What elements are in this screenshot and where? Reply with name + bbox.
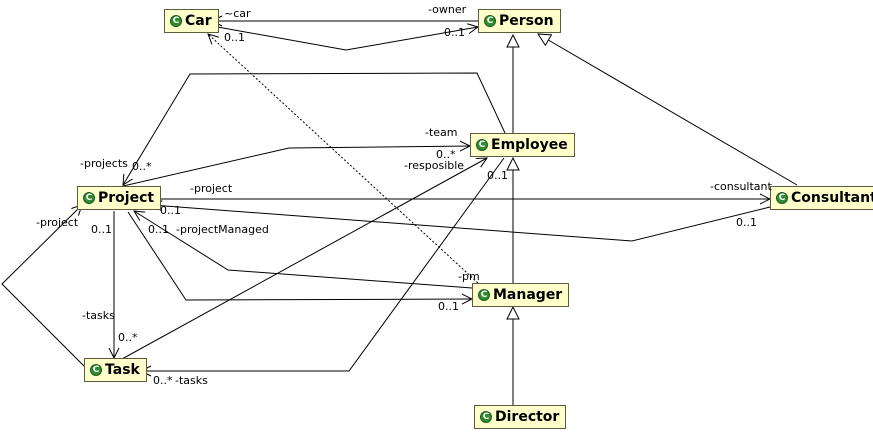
generalization-consultant-person (538, 34, 798, 186)
class-c-icon: C (170, 15, 182, 27)
class-name: Car (185, 13, 212, 29)
association-manager-project-managed (134, 211, 473, 289)
multiplicity-pm-project: 0..1 (148, 223, 169, 236)
role-team: -team (425, 126, 458, 139)
role-car: ~car (224, 7, 251, 20)
role-owner: -owner (428, 3, 467, 16)
association-employee-projects (123, 72, 506, 185)
association-person-car (211, 26, 478, 51)
class-employee[interactable]: C Employee (470, 133, 575, 157)
role-resposible: -resposible (404, 159, 465, 172)
class-c-icon: C (480, 411, 492, 423)
dependency-manager-car (208, 34, 479, 284)
multiplicity-pm: 0..1 (438, 300, 459, 313)
class-name: Director (495, 409, 560, 425)
class-consultant[interactable]: C Consultant (770, 186, 873, 210)
role-tasks-employee: -tasks (175, 374, 208, 387)
role-tasks: -tasks (82, 309, 115, 322)
association-project-pm (127, 211, 472, 300)
class-name: Project (98, 190, 155, 206)
association-task-resposible (121, 158, 487, 360)
role-pm: -pm (458, 270, 480, 283)
multiplicity-tasks: 0..* (118, 331, 138, 344)
multiplicity-car: 0..1 (224, 31, 245, 44)
association-project-team (122, 146, 470, 187)
class-name: Task (105, 362, 140, 378)
class-name: Manager (493, 287, 563, 303)
multiplicity-owner: 0..1 (444, 26, 465, 39)
multiplicity-project-consultant: 0..1 (160, 204, 181, 217)
class-director[interactable]: C Director (474, 405, 567, 429)
role-project-task: -project (36, 216, 79, 229)
class-c-icon: C (776, 192, 788, 204)
multiplicity-projects: 0..* (132, 160, 152, 173)
multiplicity-resposible: 0..1 (487, 169, 508, 182)
class-c-icon: C (90, 364, 102, 376)
class-name: Consultant (791, 190, 873, 206)
class-person[interactable]: C Person (478, 9, 561, 33)
class-car[interactable]: C Car (164, 9, 219, 33)
class-manager[interactable]: C Manager (472, 283, 570, 307)
role-consultant: -consultant (710, 180, 772, 193)
association-employee-tasks (141, 157, 505, 371)
role-project-managed: -projectManaged (176, 223, 269, 236)
association-consultant-project (152, 205, 771, 242)
role-projects: -projects (80, 157, 128, 170)
role-project-consultant: -project (190, 182, 233, 195)
multiplicity-project-task: 0..1 (91, 223, 112, 236)
multiplicity-consultant: 0..1 (736, 216, 757, 229)
multiplicity-team: 0..* (436, 148, 456, 161)
class-c-icon: C (476, 139, 488, 151)
multiplicity-tasks-employee: 0..* (153, 374, 173, 387)
class-c-icon: C (478, 289, 490, 301)
class-name: Employee (491, 137, 568, 153)
association-task-project (1, 205, 88, 370)
class-c-icon: C (83, 192, 95, 204)
class-task[interactable]: C Task (84, 358, 147, 382)
class-c-icon: C (484, 15, 496, 27)
class-project[interactable]: C Project (77, 186, 162, 210)
class-name: Person (499, 13, 554, 29)
